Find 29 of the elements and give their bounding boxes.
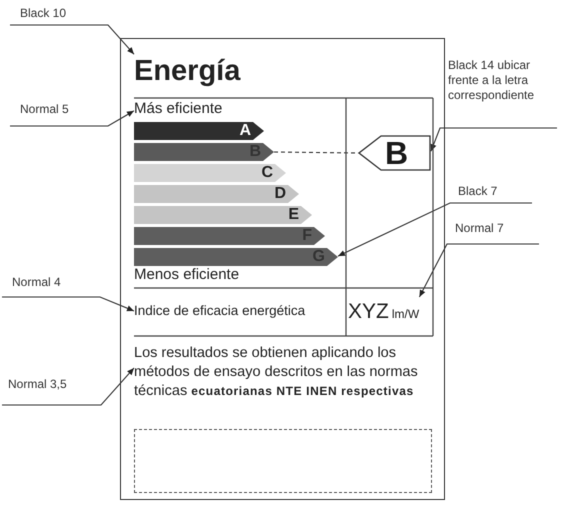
annotation-text: Normal 3,5 bbox=[8, 377, 93, 405]
leader-line bbox=[2, 368, 134, 406]
annotation-text: Normal 4 bbox=[12, 275, 92, 297]
rating-bar: A bbox=[134, 122, 264, 140]
value-text: XYZ bbox=[348, 300, 389, 323]
annotation-text: Normal 7 bbox=[455, 221, 545, 244]
annotation-text: Black 14 ubicar frente a la letra correspondiente bbox=[448, 58, 563, 128]
rating-bar: D bbox=[134, 185, 299, 203]
leader-line bbox=[418, 243, 539, 298]
annotation-text: Normal 5 bbox=[20, 102, 100, 126]
rating-indicator: B bbox=[359, 135, 431, 171]
unit-text: lm/W bbox=[392, 307, 420, 321]
leader-line bbox=[10, 110, 134, 127]
rating-bar: C bbox=[134, 164, 286, 182]
rating-bar: E bbox=[134, 206, 312, 224]
leader-line bbox=[10, 24, 134, 55]
scale-caption: Menos eficiente bbox=[134, 265, 264, 285]
dashed-connector bbox=[274, 151, 359, 154]
leader-line bbox=[338, 202, 532, 257]
label-title: Energía bbox=[134, 51, 274, 91]
annotation-text: Black 10 bbox=[20, 6, 100, 25]
blank-frame bbox=[134, 429, 432, 493]
annotation-text: Black 7 bbox=[458, 184, 538, 203]
scale-caption: Más eficiente bbox=[134, 100, 254, 118]
leader-line bbox=[2, 296, 134, 312]
row-label: Indice de eficacia energética bbox=[134, 301, 339, 321]
footnote-text: Los resultados se obtienen aplicando los métodos de ensayo descritos en las normas técnicas ecuatorianas NTE INEN respectivas bbox=[134, 344, 434, 424]
label-card bbox=[120, 38, 445, 500]
leader-line bbox=[430, 127, 557, 152]
